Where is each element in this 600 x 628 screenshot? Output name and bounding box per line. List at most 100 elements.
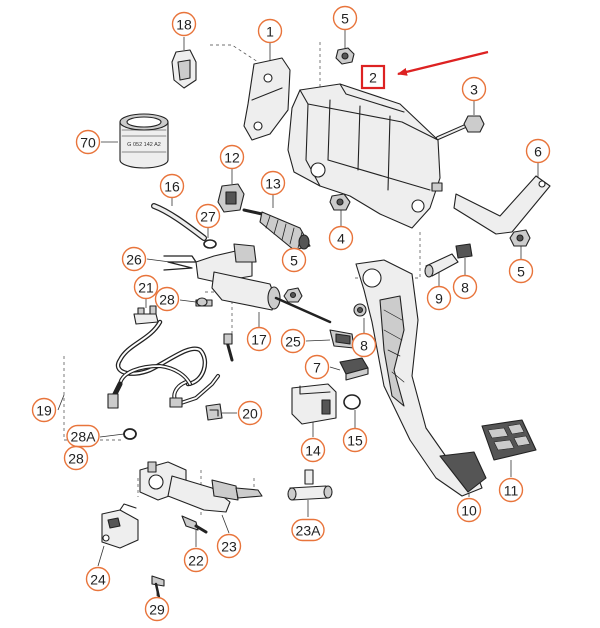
part-19-hose-assembly — [111, 319, 234, 406]
callout-22-badge — [183, 547, 209, 573]
callout-16-badge — [159, 173, 185, 199]
callout-9-badge — [426, 285, 452, 311]
callout-70-badge — [75, 129, 101, 155]
part-9-spacer — [424, 253, 459, 278]
part-7-stop-block — [339, 357, 369, 381]
callout-3: 3 — [461, 76, 487, 102]
part-20-hose-clip — [205, 403, 223, 421]
callout-5c: 5 — [508, 258, 534, 284]
part-4-nut — [329, 193, 351, 211]
callout-28bot-label: 28 — [68, 451, 84, 467]
callout-4-badge — [328, 225, 354, 251]
part-19-end-fittings — [107, 333, 233, 409]
part-24-bracket — [101, 503, 139, 549]
callout-8a: 8 — [452, 274, 478, 300]
callout-27-badge — [195, 203, 221, 229]
callout-15-label: 15 — [347, 433, 363, 449]
part-22-bolt — [181, 515, 208, 534]
callout-70-label: 70 — [80, 135, 96, 151]
callout-13: 13 — [260, 170, 286, 196]
callout-11-badge — [498, 477, 524, 503]
callout-70: 70 — [75, 129, 101, 155]
callout-12-label: 12 — [224, 150, 240, 166]
callout-23A-label: 23A — [296, 523, 322, 539]
callout-12-badge — [219, 144, 245, 170]
callout-5c-badge — [508, 258, 534, 284]
callout-17-label: 17 — [251, 332, 267, 348]
callout-13-label: 13 — [265, 176, 281, 192]
callout-1-badge — [257, 18, 283, 44]
callout-3-label: 3 — [470, 82, 478, 98]
part-27-o-ring — [203, 239, 217, 249]
callout-8b-badge — [351, 332, 377, 358]
part-17-master-cylinder — [195, 243, 332, 324]
callout-11: 11 — [498, 477, 524, 503]
callout-25-label: 25 — [285, 334, 301, 350]
part-12-bushing — [217, 183, 245, 213]
callout-24-label: 24 — [90, 572, 106, 588]
highlight-box — [360, 64, 386, 90]
callout-14: 14 — [300, 437, 326, 463]
callout-7-label: 7 — [313, 360, 321, 376]
part-28-clip-top — [196, 297, 208, 307]
callout-9: 9 — [426, 285, 452, 311]
callout-21-label: 21 — [138, 280, 154, 296]
callout-20-badge — [237, 400, 263, 426]
callout-28top-label: 28 — [159, 292, 175, 308]
part-11-pedal-pad — [481, 419, 537, 461]
callout-16-label: 16 — [164, 179, 180, 195]
callout-13-badge — [260, 170, 286, 196]
part-5-nut-middle — [283, 287, 303, 303]
callout-28bot: 28 — [63, 445, 89, 471]
callout-21: 21 — [133, 274, 159, 300]
callout-22-label: 22 — [188, 553, 204, 569]
callout-5c-label: 5 — [517, 264, 525, 280]
sleeve-marking: G 052 142 A2 — [127, 142, 161, 148]
callout-18-label: 18 — [176, 17, 192, 33]
callout-28A-badge — [66, 424, 100, 448]
callout-9-label: 9 — [435, 291, 443, 307]
callout-23: 23 — [216, 533, 242, 559]
callout-10: 10 — [456, 497, 482, 523]
callout-2: 2 — [364, 68, 382, 86]
callout-4-label: 4 — [337, 231, 345, 247]
callout-8a-badge — [452, 274, 478, 300]
part-23A-t-connector — [287, 469, 333, 501]
callout-6-label: 6 — [534, 144, 542, 160]
part-15-o-ring — [343, 394, 361, 410]
callout-29: 29 — [144, 596, 170, 622]
callout-21-badge — [133, 274, 159, 300]
callout-10-badge — [456, 497, 482, 523]
callout-5a-badge — [332, 5, 358, 31]
callout-8a-label: 8 — [461, 280, 469, 296]
part-1-bracket-plate — [243, 57, 291, 141]
callout-28A: 28A — [66, 424, 100, 448]
callout-5a-label: 5 — [341, 11, 349, 27]
callout-27: 27 — [195, 203, 221, 229]
callout-24-badge — [85, 566, 111, 592]
callout-24: 24 — [85, 566, 111, 592]
callout-23-label: 23 — [221, 539, 237, 555]
callout-5b-label: 5 — [290, 253, 298, 269]
callout-19-badge — [31, 397, 57, 423]
part-6-stop-bracket — [453, 175, 551, 235]
callout-26-badge — [121, 246, 147, 272]
callout-17-badge — [246, 326, 272, 352]
callout-5b: 5 — [281, 247, 307, 273]
part-2-pedal-bracket — [287, 83, 443, 229]
callout-20: 20 — [237, 400, 263, 426]
callout-19-label: 19 — [36, 403, 52, 419]
callout-4: 4 — [328, 225, 354, 251]
part-10-clutch-pedal — [355, 259, 487, 497]
callout-6: 6 — [525, 138, 551, 164]
callout-11-label: 11 — [504, 483, 519, 499]
callout-17: 17 — [246, 326, 272, 352]
callout-23-badge — [216, 533, 242, 559]
callout-29-label: 29 — [149, 602, 165, 618]
part-21-fitting — [133, 305, 159, 325]
part-8-bushing-left — [353, 303, 367, 317]
part-3-bolt — [436, 115, 485, 140]
part-26-spring-clip — [163, 255, 197, 271]
callout-14-badge — [300, 437, 326, 463]
callout-25-badge — [280, 328, 306, 354]
